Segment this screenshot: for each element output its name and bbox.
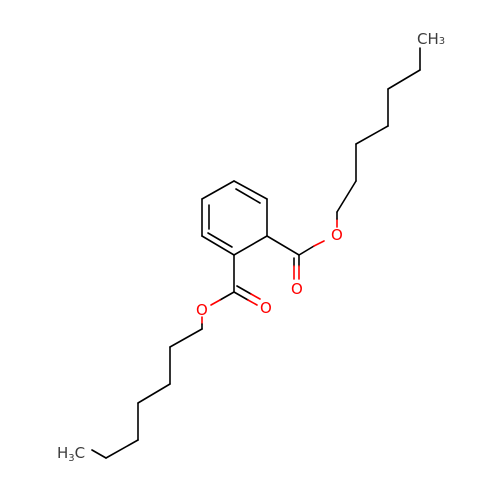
heptyl-chain-top: [336, 47, 421, 213]
methyl-bottom-pre: H: [57, 444, 68, 462]
ester-oxygen-right-label: O: [331, 226, 343, 244]
chain-bottom-bond-6: [91, 449, 107, 459]
chain-bottom-bond-1: [169, 328, 203, 348]
benzene-ring: [201, 180, 268, 256]
ring-double-2: [207, 232, 233, 248]
chain-bottom-bond-3: [137, 383, 171, 404]
heptyl-chain-bottom: [91, 328, 203, 459]
ester-group-left: [201, 254, 261, 330]
methyl-top-label: CH3: [417, 30, 445, 48]
chain-top-bond-5: [387, 69, 421, 90]
ring-bond-6: [201, 180, 235, 200]
methyl-top-main: CH: [417, 30, 439, 48]
ring-bond-1: [233, 180, 268, 200]
chain-bottom-bond-5: [105, 439, 139, 459]
carbonyl-double-left-b-c: [236, 285, 252, 295]
ester-oxygen-left-label: O: [196, 301, 208, 319]
ester-group-right: [266, 211, 338, 280]
carbonyl-to-o-left-c: [219, 291, 235, 301]
carbonyl-to-o-left-o: [210, 299, 221, 306]
carbonyl-double-left-b-o: [250, 293, 261, 300]
carbonyl-to-o-right-c: [298, 245, 315, 256]
ring-bond-3: [233, 235, 268, 256]
ring-bond-4: [201, 235, 235, 256]
carbonyl-double-left-a-o: [247, 299, 258, 306]
methyl-top-sub: 3: [439, 36, 445, 47]
methyl-bottom-label: H3C: [57, 444, 85, 464]
methyl-bottom-main: C: [75, 444, 85, 462]
carbonyl-oxygen-right-label: O: [291, 280, 303, 298]
chain-top-bond-1: [336, 180, 357, 213]
carbonyl-oxygen-left-label: O: [260, 299, 272, 317]
chain-top-bond-3: [355, 125, 389, 145]
ring-to-carbonyl-right: [266, 235, 300, 256]
methyl-bottom-sub: 3: [68, 453, 74, 464]
carbonyl-to-o-right-o: [313, 240, 325, 247]
ring-double-1: [235, 188, 261, 204]
carbonyl-double-left-a-c: [233, 291, 249, 301]
